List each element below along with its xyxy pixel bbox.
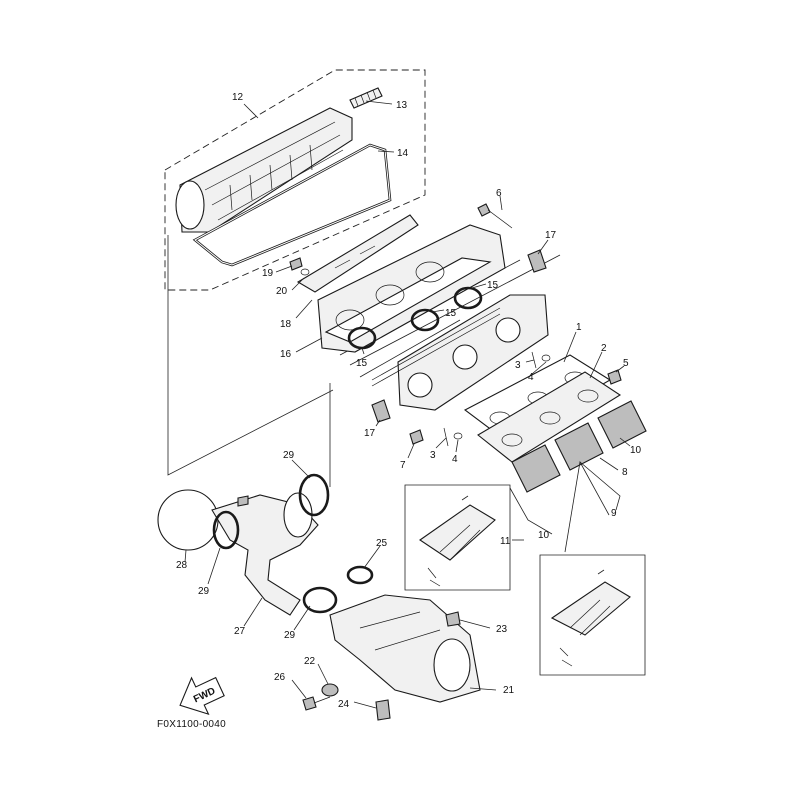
detail-box-reed-valve-left — [404, 484, 511, 591]
bolt-26 — [302, 696, 331, 711]
callout-29-bottom: 29 — [284, 630, 296, 641]
callout-20: 20 — [276, 286, 288, 297]
clamp-25 — [346, 565, 374, 585]
callout-2: 2 — [601, 343, 607, 354]
callout-3-lower: 3 — [430, 450, 436, 461]
bolt-and-washer — [289, 257, 310, 276]
leader-lines — [184, 100, 631, 709]
callout-14: 14 — [397, 148, 409, 159]
cap-lower — [371, 399, 391, 423]
detail-box-reed-valve-right — [539, 554, 646, 676]
callout-5: 5 — [623, 358, 629, 369]
callout-27: 27 — [234, 626, 246, 637]
air-box-cover — [175, 107, 353, 233]
studs-and-washers — [443, 351, 551, 447]
callout-6: 6 — [496, 188, 502, 199]
cover-seal-gasket — [192, 143, 392, 267]
reed-plate — [477, 371, 622, 463]
callout-26: 26 — [274, 672, 286, 683]
reed-valve-assemblies — [511, 400, 647, 493]
callout-1: 1 — [576, 322, 582, 333]
screw-5 — [607, 369, 622, 385]
callout-22: 22 — [304, 656, 316, 667]
hose-clamps — [212, 473, 338, 614]
callout-15-a: 15 — [487, 280, 499, 291]
callout-17-upper: 17 — [545, 230, 557, 241]
callout-4-upper: 4 — [528, 372, 534, 383]
throttle-body — [371, 294, 549, 411]
callout-10-upper: 10 — [630, 445, 642, 456]
callout-13: 13 — [396, 100, 408, 111]
callout-28: 28 — [176, 560, 188, 571]
callout-18: 18 — [280, 319, 292, 330]
bolt-7 — [409, 429, 424, 445]
callout-21: 21 — [503, 685, 515, 696]
callout-9: 9 — [611, 508, 617, 519]
callout-7: 7 — [400, 460, 406, 471]
bolt-23 — [445, 611, 461, 627]
callout-11: 11 — [500, 536, 511, 547]
callout-29-left: 29 — [198, 586, 210, 597]
long-bolt — [477, 203, 513, 229]
callout-24: 24 — [338, 699, 350, 710]
mounting-plate — [296, 214, 419, 293]
callout-15-c: 15 — [356, 358, 368, 369]
callout-12: 12 — [232, 92, 244, 103]
grommet-22 — [321, 683, 339, 697]
callout-25: 25 — [376, 538, 388, 549]
callout-10-lower: 10 — [538, 530, 550, 541]
callout-19: 19 — [262, 268, 274, 279]
callout-29-top: 29 — [283, 450, 295, 461]
callout-8: 8 — [622, 467, 628, 478]
fwd-direction-arrow: FWD — [179, 676, 225, 716]
callout-4-lower: 4 — [452, 454, 458, 465]
callout-15-b: 15 — [445, 308, 457, 319]
callout-23: 23 — [496, 624, 508, 635]
callout-16: 16 — [280, 349, 292, 360]
air-box-group-outline — [164, 69, 426, 291]
diagram-code: F0X1100-0040 — [157, 719, 226, 730]
callout-17-lower: 17 — [364, 428, 376, 439]
spring — [349, 87, 383, 109]
air-box-base — [317, 224, 506, 353]
callout-numbers: 12 13 14 6 17 19 20 18 16 15 15 15 1 2 5… — [176, 92, 642, 710]
callout-3-upper: 3 — [515, 360, 521, 371]
intake-duct — [329, 594, 481, 703]
plug-24 — [375, 699, 391, 721]
cap-upper — [527, 249, 547, 273]
intake-filter-ball — [157, 489, 219, 551]
